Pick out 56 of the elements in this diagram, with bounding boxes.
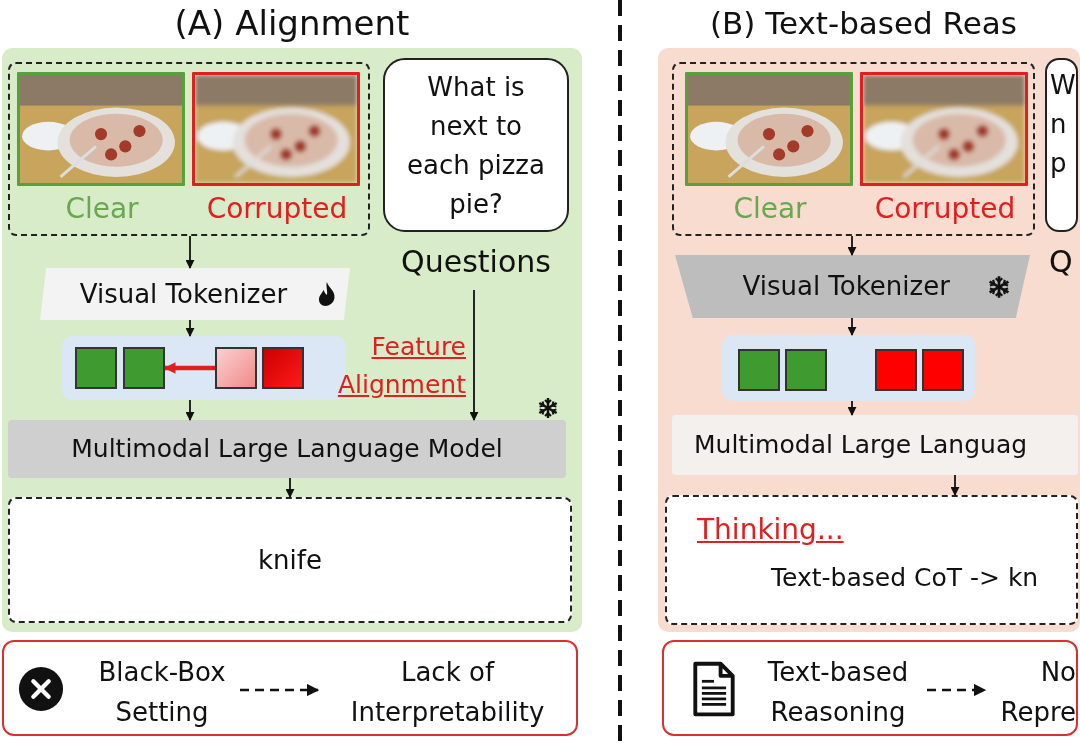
questions-label: Q [1049,243,1074,281]
tokenizer-block [40,268,350,320]
summary-text: Black-Box Setting [97,656,227,729]
photo-placeholder [860,72,1028,186]
panel-title: (B) Text-based Reas [709,4,1018,43]
panel-title: (A) Alignment [173,2,411,45]
model-block [672,415,1078,475]
image-group-frame [8,62,370,236]
thinking-heading: Thinking... [697,512,844,548]
summary-box [662,640,1078,736]
block-label: Multimodal Large Languag [693,429,1028,461]
image-caption: Corrupted [205,191,349,227]
answer-text: knife [257,544,323,577]
model-block [8,420,566,478]
block-label: Visual Tokenizer [741,270,951,303]
summary-text: No Repre [999,656,1077,729]
arrow [847,400,857,416]
token-group-background [722,335,975,401]
arrow [240,683,320,697]
photo-placeholder [17,72,185,186]
arrow [469,289,479,421]
token-square [123,347,165,389]
arrow [285,477,295,498]
arrow [185,319,195,337]
image-caption: Corrupted [873,191,1017,227]
photo-placeholder [192,72,360,186]
token-square [215,347,257,389]
summary-text: Lack of Interpretability [349,656,546,729]
summary-box [2,640,578,736]
token-square [75,347,117,389]
question-box: What is next to each pizza pie? [383,58,569,232]
output-box [8,497,572,623]
feature-alignment-label: Feature Alignment [336,331,466,401]
arrow [950,474,960,496]
arrow [847,235,857,256]
arrow [185,235,195,269]
token-square [785,349,827,391]
image-caption: Clear [732,191,808,227]
reasoning-text: Text-based CoT -> kn [771,562,1039,594]
output-box [665,495,1078,625]
questions-label: Questions [400,243,552,281]
block-label: Multimodal Large Language Model [70,433,504,465]
question-box: W n p [1045,58,1078,232]
arrow [927,683,987,697]
token-square [262,347,304,389]
token-square [738,349,780,391]
token-square [922,349,964,391]
arrow [847,317,857,336]
arrow [185,399,195,421]
summary-text: Text-based Reasoning [766,656,910,729]
image-caption: Clear [64,191,140,227]
block-label: Visual Tokenizer [78,278,289,311]
image-group-frame [672,62,1035,236]
token-square [875,349,917,391]
photo-placeholder [685,72,853,186]
arrow [163,362,215,374]
